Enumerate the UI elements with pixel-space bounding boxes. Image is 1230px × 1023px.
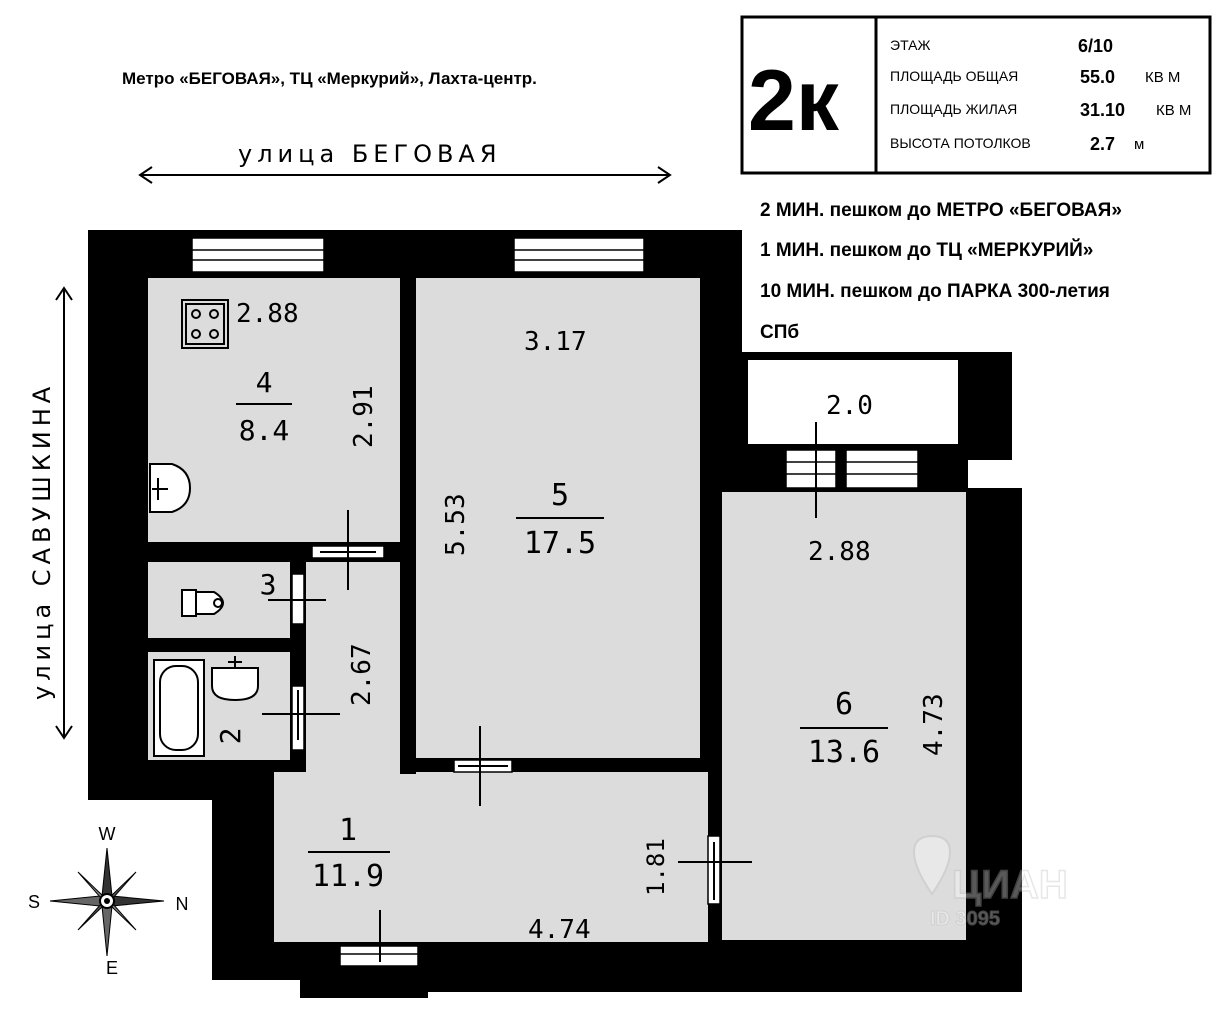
room-1-number: 1 bbox=[339, 813, 357, 848]
stove-icon bbox=[181, 299, 229, 349]
toilet-icon bbox=[181, 589, 224, 617]
floor-value: 6/10 bbox=[1078, 36, 1113, 56]
living-area-unit: КВ М bbox=[1156, 102, 1191, 119]
dim-kitchen-length: 2.91 bbox=[349, 385, 379, 448]
total-area-value: 55.0 bbox=[1080, 67, 1115, 87]
washbasin-icon bbox=[211, 656, 259, 702]
room-kitchen bbox=[148, 278, 400, 542]
watermark: ЦИАН ID 3095 bbox=[912, 834, 1069, 931]
room-1-area: 11.9 bbox=[312, 859, 384, 894]
dim-balcony: 2.0 bbox=[826, 391, 873, 421]
room-labels: 4 8.4 5 17.5 6 13.6 1 11.9 3 2 bbox=[214, 366, 888, 894]
street-left-label: улица САВУШКИНА bbox=[28, 382, 56, 700]
street-top-arrow bbox=[138, 166, 672, 184]
bathtub-icon bbox=[153, 659, 205, 757]
room-6-area: 13.6 bbox=[808, 735, 880, 770]
room-4-area: 8.4 bbox=[239, 414, 290, 447]
living-area-value: 31.10 bbox=[1080, 100, 1125, 120]
compass-rose-icon: W S N E bbox=[28, 824, 189, 978]
window-room5 bbox=[513, 237, 645, 273]
walk-time-mall: 1 МИН. пешком до ТЦ «МЕРКУРИЙ» bbox=[760, 239, 1093, 261]
living-area-label: ПЛОЩАДЬ ЖИЛАЯ bbox=[890, 101, 1017, 117]
room-3-number: 3 bbox=[260, 568, 277, 601]
compass-w: W bbox=[99, 824, 116, 844]
dim-room6-length: 4.73 bbox=[919, 693, 949, 756]
ceiling-unit: м bbox=[1134, 136, 1144, 153]
compass-e: E bbox=[106, 958, 118, 978]
walk-times-list: 2 МИН. пешком до МЕТРО «БЕГОВАЯ» 1 МИН. … bbox=[760, 200, 1122, 343]
room-4-number: 4 bbox=[256, 366, 273, 399]
total-area-unit: КВ М bbox=[1145, 69, 1180, 86]
location-pin-icon bbox=[912, 834, 952, 896]
compass-n: N bbox=[176, 894, 189, 914]
total-area-label: ПЛОЩАДЬ ОБЩАЯ bbox=[890, 68, 1018, 84]
dim-hall-length: 1.81 bbox=[642, 838, 670, 896]
room-2-number: 2 bbox=[214, 728, 247, 745]
dim-room5-width: 3.17 bbox=[524, 327, 587, 357]
room-5-area: 17.5 bbox=[524, 526, 596, 561]
walk-time-park: 10 МИН. пешком до ПАРКА 300-летия bbox=[760, 281, 1110, 302]
dimension-labels: 2.88 2.91 3.17 5.53 2.0 2.88 4.73 2.67 1… bbox=[236, 299, 949, 945]
ceiling-value: 2.7 bbox=[1090, 134, 1115, 154]
room-balcony bbox=[748, 360, 958, 444]
watermark-brand: ЦИАН bbox=[952, 863, 1068, 907]
room-6 bbox=[722, 492, 966, 940]
dim-room6-width: 2.88 bbox=[808, 537, 871, 567]
room-corridor bbox=[306, 562, 406, 774]
room-5-number: 5 bbox=[551, 478, 569, 513]
window-room6-right bbox=[845, 449, 919, 489]
room-6-number: 6 bbox=[835, 687, 853, 722]
compass-s: S bbox=[28, 892, 40, 912]
walk-time-city: СПб bbox=[760, 322, 799, 343]
room-hall bbox=[274, 772, 708, 942]
street-top-label: улица БЕГОВАЯ bbox=[238, 140, 502, 168]
windows bbox=[191, 237, 919, 967]
walk-time-metro: 2 МИН. пешком до МЕТРО «БЕГОВАЯ» bbox=[760, 200, 1122, 221]
doors bbox=[262, 422, 817, 962]
dim-room5-length: 5.53 bbox=[441, 493, 471, 556]
window-room6-left bbox=[785, 449, 837, 489]
apartment-type: 2к bbox=[748, 53, 840, 149]
floor-label: ЭТАЖ bbox=[890, 37, 930, 53]
street-left-arrow bbox=[55, 286, 73, 740]
window-kitchen bbox=[191, 237, 325, 273]
watermark-id: ID 3095 bbox=[930, 908, 1000, 930]
info-box: 2к ЭТАЖ 6/10 ПЛОЩАДЬ ОБЩАЯ 55.0 КВ М ПЛО… bbox=[740, 15, 1212, 175]
ceiling-label: ВЫСОТА ПОТОЛКОВ bbox=[890, 135, 1031, 151]
dim-corridor: 2.67 bbox=[347, 643, 377, 706]
location-text: Метро «БЕГОВАЯ», ТЦ «Меркурий», Лахта-це… bbox=[122, 69, 537, 88]
dim-kitchen-width: 2.88 bbox=[236, 299, 299, 329]
dim-hall-width: 4.74 bbox=[528, 915, 591, 945]
kitchen-sink-icon bbox=[149, 463, 192, 513]
